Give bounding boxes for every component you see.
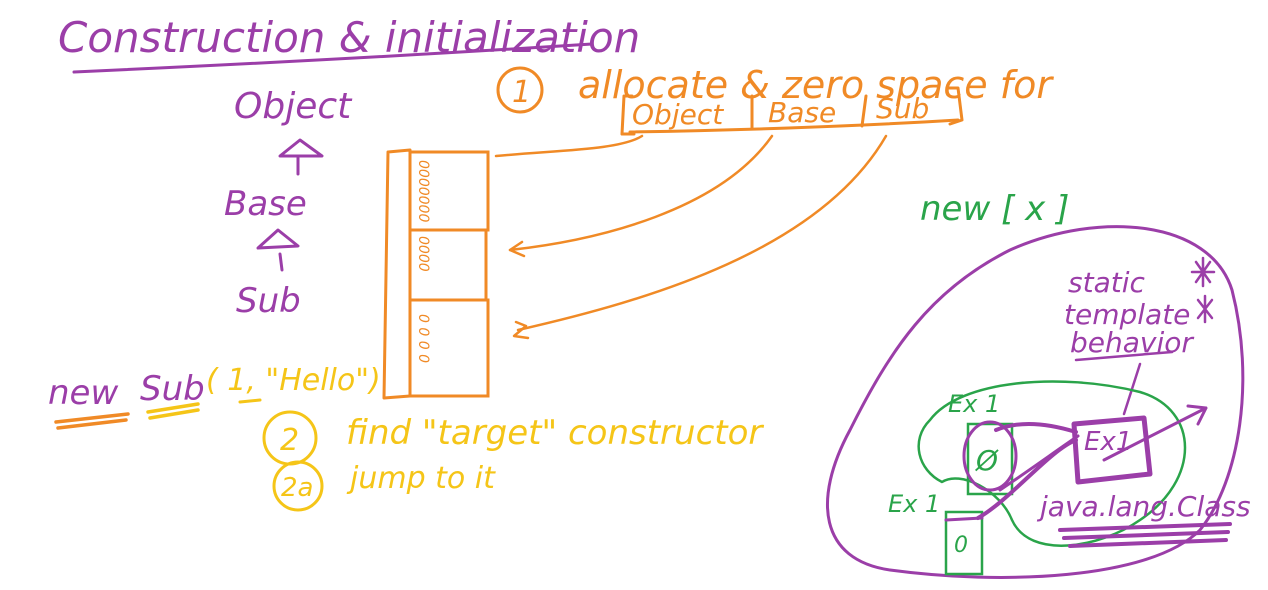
- title-underline: [72, 42, 594, 74]
- memory-segment-sub: [408, 298, 490, 398]
- step2a-text: jump to it: [346, 461, 496, 496]
- arrowhead-base: [508, 240, 526, 258]
- instance1-scribble: [962, 420, 1018, 492]
- static-label-3: behavior: [1070, 326, 1194, 359]
- step2-number: 2: [280, 423, 299, 458]
- instance1-zero: Ø: [975, 444, 999, 477]
- call-class-underline: [146, 402, 200, 420]
- call-arguments: ( 1, "Hello"): [206, 363, 381, 398]
- inherit-arrow-2: [256, 228, 300, 272]
- pointer-instance1-class: [994, 422, 1078, 434]
- java-lang-class-label: java.lang.Class: [1036, 490, 1251, 523]
- parts-bottom-line: [628, 118, 960, 134]
- step1-circle: [496, 66, 544, 114]
- asterisk-1: [1190, 256, 1216, 288]
- asterisk-2: [1196, 294, 1214, 324]
- label-new-x: new [ x ]: [920, 189, 1069, 229]
- segment3-zeros: 0 0 0 0: [415, 314, 431, 363]
- ex1-class-label: Ex1: [1084, 427, 1132, 457]
- step2a-number: 2a: [281, 473, 313, 503]
- step1-text: allocate & zero space for: [578, 63, 1054, 107]
- ex1-instance-label: Ex 1: [948, 390, 1000, 418]
- part-object: Object: [632, 98, 724, 131]
- segment2-zeros: 0000: [415, 236, 431, 272]
- instance2-box: [944, 510, 984, 576]
- step1-number: 1: [512, 75, 531, 110]
- hierarchy-object: Object: [234, 86, 353, 127]
- instance2-zero: 0: [954, 533, 968, 558]
- ex1-arrow-out: [1102, 404, 1208, 462]
- segment1-zeros: 0000000: [415, 160, 431, 222]
- memory-block-outer: [382, 148, 412, 400]
- ex1-instance-label-2: Ex 1: [888, 490, 940, 518]
- call-new-underline: [54, 412, 130, 430]
- part-divider-2: [860, 94, 868, 128]
- java-class-scribble: [1058, 522, 1232, 548]
- ex1-class-box: [1071, 415, 1153, 485]
- parts-bracket: [620, 86, 964, 136]
- heap-outline: [826, 225, 1245, 579]
- arrow-object-to-block: [494, 134, 644, 158]
- hierarchy-sub: Sub: [236, 281, 301, 321]
- page-title: Construction & initialization: [58, 13, 640, 62]
- part-sub: Sub: [876, 92, 929, 125]
- instance2-header: [944, 516, 984, 522]
- part-base: Base: [768, 96, 836, 129]
- step2a-circle: [272, 460, 324, 512]
- hierarchy-base: Base: [224, 184, 307, 224]
- arrow-sub-to-block: [516, 134, 888, 332]
- inherit-arrow-1: [278, 138, 324, 176]
- static-label-2: template: [1064, 298, 1190, 331]
- call-class-name: Sub: [140, 369, 205, 409]
- step2-text: find "target" constructor: [346, 413, 764, 453]
- pointer-extra: [998, 434, 1080, 492]
- arrowhead-sub: [512, 320, 530, 340]
- static-label-1: static: [1068, 266, 1145, 299]
- call-new-keyword: new: [48, 373, 118, 413]
- arrow-base-to-block: [508, 134, 774, 252]
- instance1-box: [966, 422, 1014, 496]
- static-underline: [1074, 350, 1174, 362]
- call-args-underline: [238, 398, 262, 404]
